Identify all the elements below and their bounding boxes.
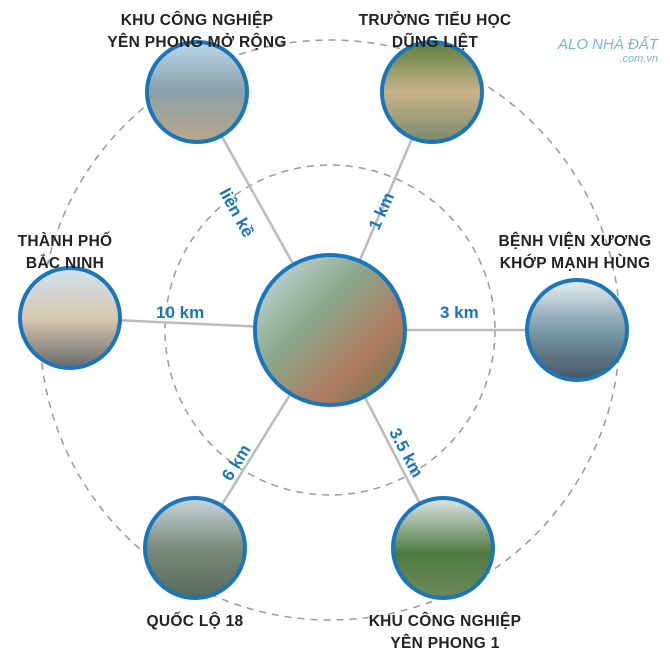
photo-bac-ninh-city	[18, 266, 122, 370]
photo-yen-phong-1	[391, 496, 495, 600]
distance-hospital: 3 km	[440, 303, 479, 322]
photo-yen-phong-expanded	[145, 40, 249, 144]
center-project-photo	[253, 253, 407, 407]
photo-hospital	[525, 278, 629, 382]
watermark: ALO NHÀ ĐẤT.com.vn	[557, 36, 658, 65]
distance-bac-ninh-city: 10 km	[156, 303, 205, 322]
label-highway-18: QUỐC LỘ 18	[146, 613, 244, 630]
photo-highway-18	[143, 496, 247, 600]
photo-dung-liet-school	[380, 40, 484, 144]
